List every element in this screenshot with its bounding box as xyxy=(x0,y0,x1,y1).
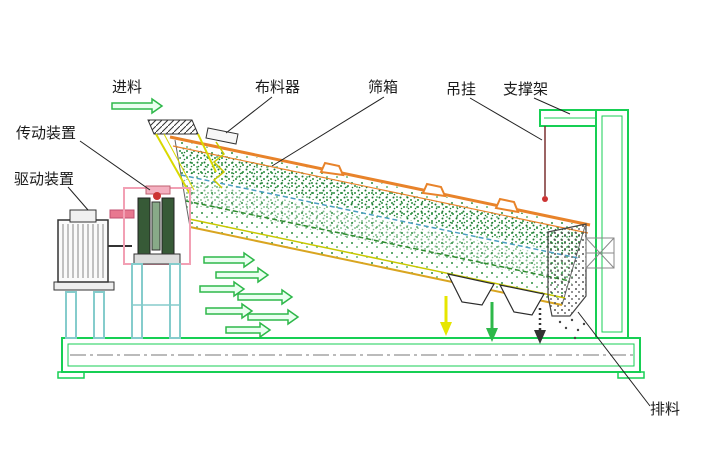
feed-direction-arrow xyxy=(111,97,164,115)
base-foot-left xyxy=(57,371,85,379)
discharge-arrows xyxy=(440,296,546,344)
hanging-point xyxy=(542,196,548,202)
label-support-frame: 支撑架 xyxy=(503,80,548,98)
screen-deck-2 xyxy=(185,200,571,282)
label-drive: 驱动装置 xyxy=(14,170,74,188)
base-foot-right xyxy=(617,371,645,379)
label-hanging: 吊挂 xyxy=(446,80,476,98)
discharge-hopper-1 xyxy=(446,273,495,306)
transmission-leg-right xyxy=(169,263,181,339)
screen-box-left-edge xyxy=(174,139,191,228)
motor-leg-left xyxy=(65,291,77,339)
discharge-hopper-2 xyxy=(498,284,545,316)
flow-arrow xyxy=(247,308,300,326)
flow-arrow xyxy=(237,288,294,306)
screen-box-top-frame xyxy=(169,135,591,227)
screen-box-bottom-frame xyxy=(189,226,563,306)
drive-motor xyxy=(53,209,135,291)
particle-dot xyxy=(582,322,586,326)
particle-dot xyxy=(576,328,580,332)
feed-inlet-hatch xyxy=(147,119,199,135)
leader-screen-box xyxy=(271,96,385,167)
hanging-rod xyxy=(542,126,548,202)
screen-deck-bottom-yellow xyxy=(188,218,566,299)
suspension-spring xyxy=(585,237,615,269)
particle-dot xyxy=(570,318,574,322)
discharge-chute-body xyxy=(547,223,587,317)
label-feed: 进料 xyxy=(112,78,142,96)
feed-funnel-mid xyxy=(163,133,195,191)
base-frame xyxy=(57,337,645,379)
base-inner xyxy=(67,343,635,367)
flow-arrow xyxy=(199,280,246,298)
support-frame xyxy=(539,109,629,339)
feed-funnel-left xyxy=(155,133,191,195)
discharge-arrow-dark-head xyxy=(534,330,546,344)
transmission-plate-right xyxy=(161,197,175,255)
discharge-arrow-yellow-head xyxy=(440,322,452,336)
particle-dot xyxy=(573,336,577,340)
screen-deck-1 xyxy=(180,174,579,259)
leader-drive xyxy=(67,186,89,211)
screen-box-top-frame-inner xyxy=(172,145,589,234)
particle-dot xyxy=(558,320,562,324)
support-column xyxy=(595,109,629,339)
label-transmission: 传动装置 xyxy=(16,124,76,142)
transmission-unit xyxy=(123,185,191,265)
transmission-plate-left xyxy=(137,197,151,255)
leader-support-frame xyxy=(533,97,571,115)
distributor-unit xyxy=(205,127,239,145)
transmission-shaft xyxy=(151,201,161,251)
flow-arrow xyxy=(205,302,254,320)
flow-arrows xyxy=(199,251,300,339)
leader-hanging xyxy=(469,97,543,141)
label-discharge: 排料 xyxy=(650,400,680,418)
support-column-inner xyxy=(601,115,623,333)
discharge-hoppers xyxy=(446,273,545,316)
labels: 进料 布料器 筛箱 吊挂 支撑架 传动装置 驱动装置 排料 xyxy=(14,78,680,418)
leader-distributor xyxy=(225,96,273,134)
belt-guard xyxy=(109,209,135,219)
feed-funnel-right xyxy=(197,133,217,173)
particle-dot xyxy=(564,326,568,330)
flow-arrow xyxy=(203,251,256,269)
discharge-arrow-green-head xyxy=(486,328,498,342)
screen-box-top-material xyxy=(178,146,583,256)
lifting-lug-2 xyxy=(421,182,447,198)
lifting-lug-3 xyxy=(494,197,520,214)
flow-arrow xyxy=(225,321,272,339)
label-distributor: 布料器 xyxy=(255,78,300,96)
leader-lines xyxy=(67,96,651,407)
motor-leg-right xyxy=(93,291,105,339)
leader-transmission xyxy=(79,140,151,191)
transmission-leg-left xyxy=(131,263,143,339)
discharge-chute xyxy=(547,223,587,340)
label-screen-box: 筛箱 xyxy=(368,78,398,96)
transmission-base xyxy=(133,253,181,265)
screen-box-mid-material xyxy=(182,178,578,284)
transmission-bearing xyxy=(153,192,161,200)
feed-scatter-zigzag xyxy=(212,141,226,189)
support-legs xyxy=(65,263,181,339)
flow-arrow xyxy=(215,266,270,284)
leader-discharge xyxy=(577,311,651,407)
motor-terminal-box xyxy=(69,209,97,223)
feed-section xyxy=(147,119,239,195)
screen-box xyxy=(169,135,591,306)
motor-base xyxy=(53,281,115,291)
lifting-lug-1 xyxy=(319,161,345,177)
